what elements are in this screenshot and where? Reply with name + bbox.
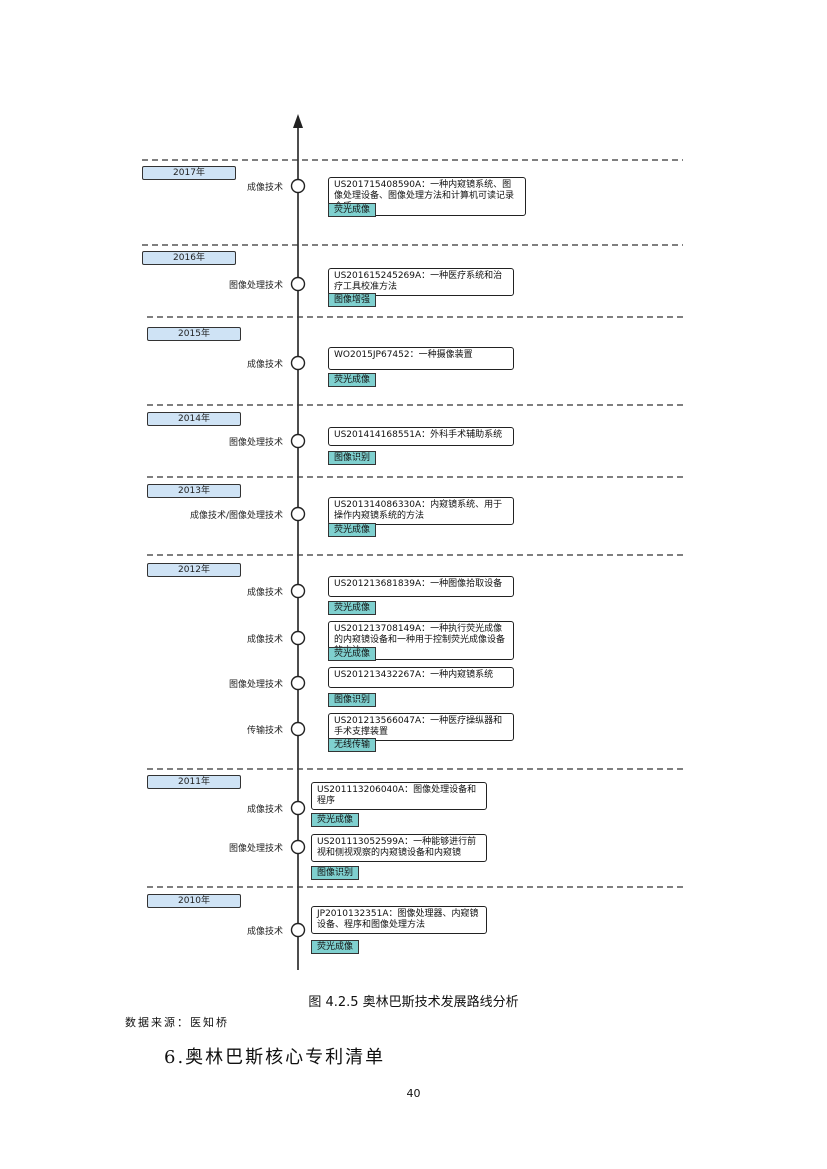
technology-category: 成像技术/图像处理技术 <box>189 511 283 521</box>
timeline-node <box>290 506 306 522</box>
technology-category: 成像技术 <box>246 360 283 370</box>
section-title: 6.奥林巴斯核心专利清单 <box>164 1047 386 1068</box>
patent-box: US201213432267A：一种内窥镜系统 <box>328 667 514 688</box>
technology-category: 图像处理技术 <box>228 438 283 448</box>
timeline-node <box>290 178 306 194</box>
year-label: 2016年 <box>142 251 236 265</box>
technology-tag: 图像识别 <box>311 866 360 880</box>
technology-tag: 图像增强 <box>328 293 377 307</box>
patent-box: US201213566047A：一种医疗操纵器和手术支撑装置 <box>328 713 514 741</box>
patent-box: US201213681839A：一种图像拾取设备 <box>328 576 514 597</box>
technology-category: 图像处理技术 <box>228 281 283 291</box>
year-label: 2015年 <box>147 327 241 341</box>
year-label: 2013年 <box>147 484 241 498</box>
technology-category: 成像技术 <box>246 927 283 937</box>
technology-category: 传输技术 <box>246 726 283 736</box>
technology-category: 成像技术 <box>246 183 283 193</box>
patent-box: JP2010132351A：图像处理器、内窥镜设备、程序和图像处理方法 <box>311 906 487 934</box>
technology-category: 成像技术 <box>246 588 283 598</box>
technology-tag: 荧光成像 <box>328 647 377 661</box>
technology-tag: 无线传输 <box>328 738 377 752</box>
technology-tag: 荧光成像 <box>328 523 377 537</box>
timeline-node <box>290 675 306 691</box>
timeline-node <box>290 839 306 855</box>
technology-tag: 荧光成像 <box>328 601 377 615</box>
technology-tag: 荧光成像 <box>311 813 360 827</box>
patent-box: US201314086330A：内窥镜系统、用于操作内窥镜系统的方法 <box>328 497 514 525</box>
timeline-node <box>290 630 306 646</box>
year-label: 2017年 <box>142 166 236 180</box>
patent-box: US201615245269A：一种医疗系统和治疗工具校准方法 <box>328 268 514 296</box>
technology-tag: 荧光成像 <box>328 373 377 387</box>
technology-category: 成像技术 <box>246 805 283 815</box>
technology-category: 图像处理技术 <box>228 844 283 854</box>
year-label: 2010年 <box>147 894 241 908</box>
timeline-diagram <box>142 114 683 970</box>
timeline-node <box>290 721 306 737</box>
year-label: 2014年 <box>147 412 241 426</box>
patent-box: US201113052599A：一种能够进行前视和侧视观察的内窥镜设备和内窥镜 <box>311 834 487 862</box>
data-source: 数据来源：医知桥 <box>125 1016 229 1029</box>
timeline-node <box>290 355 306 371</box>
technology-tag: 图像识别 <box>328 693 377 707</box>
patent-box: US201414168551A：外科手术辅助系统 <box>328 427 514 446</box>
page-number: 40 <box>406 1087 421 1100</box>
patent-box: WO2015JP67452：一种摄像装置 <box>328 347 514 370</box>
year-separators <box>142 159 683 888</box>
technology-category: 成像技术 <box>246 635 283 645</box>
timeline-node <box>290 433 306 449</box>
technology-tag: 荧光成像 <box>311 940 360 954</box>
year-label: 2012年 <box>147 563 241 577</box>
timeline-node <box>290 800 306 816</box>
figure-caption: 图 4.2.5 奥林巴斯技术发展路线分析 <box>308 995 519 1010</box>
technology-tag: 图像识别 <box>328 451 377 465</box>
timeline-arrow-icon <box>293 114 303 128</box>
timeline-node <box>290 583 306 599</box>
timeline-node <box>290 276 306 292</box>
timeline-node <box>290 922 306 938</box>
year-label: 2011年 <box>147 775 241 789</box>
technology-tag: 荧光成像 <box>328 203 377 217</box>
patent-box: US201113206040A：图像处理设备和程序 <box>311 782 487 810</box>
timeline-nodes <box>290 178 306 938</box>
technology-category: 图像处理技术 <box>228 680 283 690</box>
